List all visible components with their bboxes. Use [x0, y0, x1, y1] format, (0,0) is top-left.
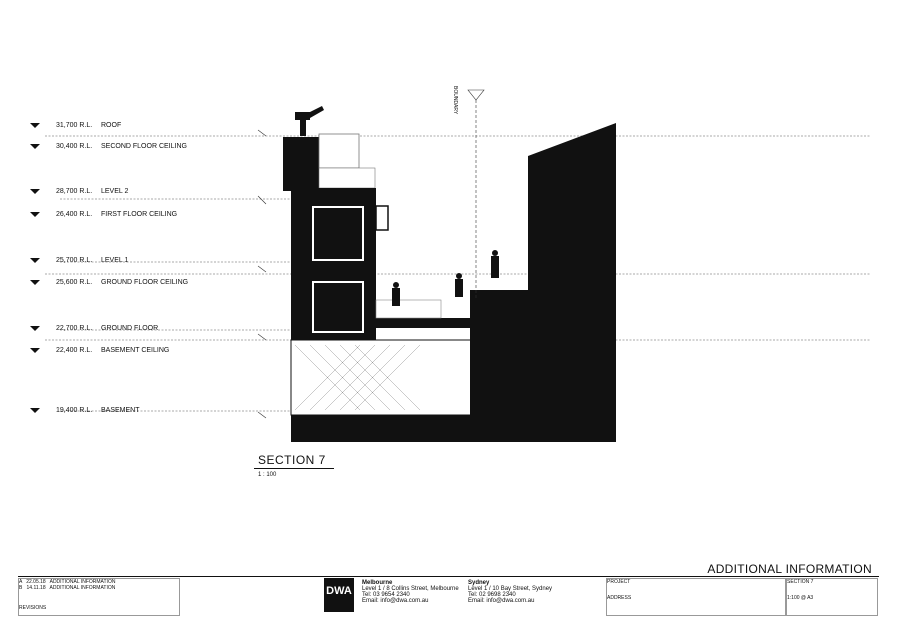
level-first-floor-ceiling: 26,400 R.L.FIRST FLOOR CEILING — [30, 211, 177, 218]
level-basement: 19,400 R.L.BASEMENT — [30, 407, 140, 414]
office-melbourne: Melbourne Level 1 / 8 Collins Street, Me… — [362, 580, 459, 604]
building-section — [283, 106, 616, 442]
level-roof: 31,700 R.L.ROOF — [30, 122, 121, 129]
level-ground-floor: 22,700 R.L.GROUND FLOOR — [30, 325, 158, 332]
level-triangle-icon — [30, 188, 40, 194]
section-title: SECTION 7 — [258, 453, 326, 467]
dimension-marks — [257, 129, 267, 419]
level-triangle-icon — [30, 279, 40, 285]
boundary-marker — [467, 89, 485, 300]
boundary-label: BOUNDARY — [452, 86, 458, 115]
level-1: 25,700 R.L.LEVEL 1 — [30, 257, 128, 264]
level-2: 28,700 R.L.LEVEL 2 — [30, 188, 128, 195]
title-block-rule — [18, 576, 879, 577]
level-triangle-icon — [30, 143, 40, 149]
level-basement-ceiling: 22,400 R.L.BASEMENT CEILING — [30, 347, 169, 354]
level-lines — [45, 135, 870, 412]
section-title-underline — [254, 468, 334, 469]
drawing-info-box: SECTION 7 1:100 @ A3 — [786, 578, 878, 616]
level-triangle-icon — [30, 347, 40, 353]
company-logo: DWA — [324, 578, 354, 612]
section-scale: 1 : 100 — [258, 472, 277, 478]
level-triangle-icon — [30, 122, 40, 128]
revisions-box: A 22.05.18 ADDITIONAL INFORMATION B 14.1… — [18, 578, 180, 616]
office-sydney: Sydney Level 1 / 10 Bay Street, Sydney T… — [468, 580, 553, 604]
level-second-floor-ceiling: 30,400 R.L.SECOND FLOOR CEILING — [30, 143, 187, 150]
level-triangle-icon — [30, 211, 40, 217]
level-ground-floor-ceiling: 25,600 R.L.GROUND FLOOR CEILING — [30, 279, 188, 286]
revision-row: B 14.11.18 ADDITIONAL INFORMATION — [19, 585, 116, 591]
revisions-label: REVISIONS — [19, 605, 47, 611]
sheet-title: ADDITIONAL INFORMATION — [707, 562, 872, 576]
level-triangle-icon — [30, 407, 40, 413]
project-box: PROJECT ADDRESS — [606, 578, 786, 616]
level-triangle-icon — [30, 325, 40, 331]
revision-row: A 22.05.18 ADDITIONAL INFORMATION — [19, 579, 116, 585]
level-triangle-icon — [30, 257, 40, 263]
scale-figures — [392, 250, 499, 306]
